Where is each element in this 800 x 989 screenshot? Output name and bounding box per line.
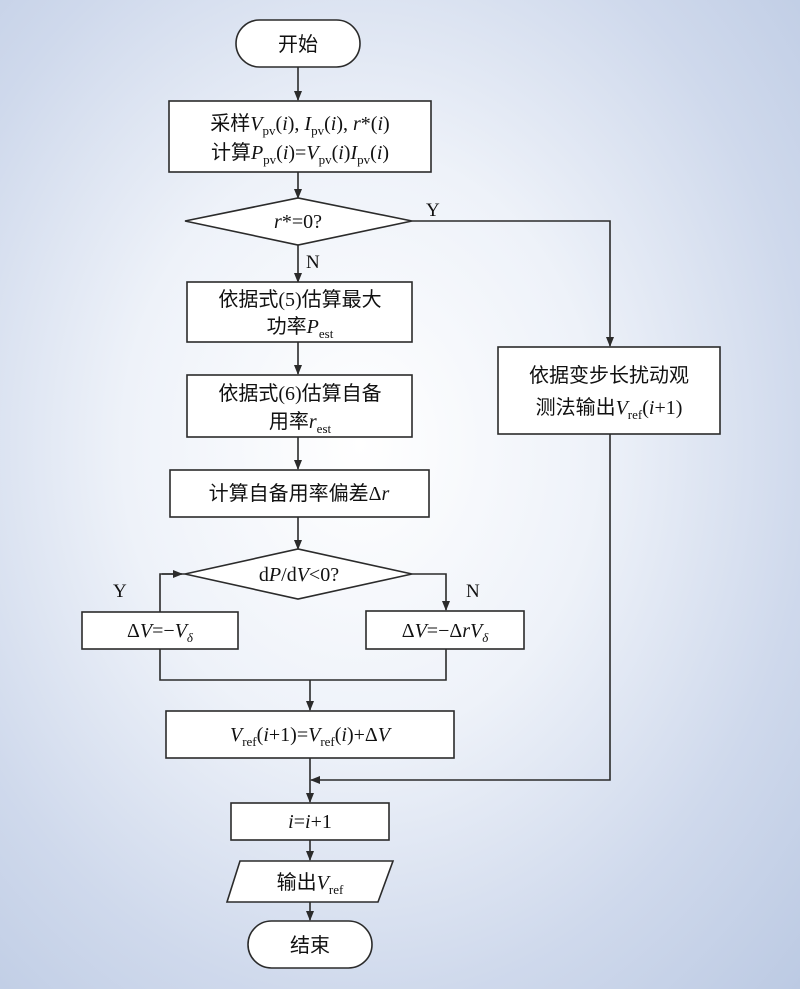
calc-deviation-text: 计算自备用率偏差Δr [209,482,390,505]
increment-text: i=i+1 [288,811,332,833]
decision-dp-dv: dP/dV<0? [184,548,413,600]
connectors [159,67,614,921]
vref-update-text: Vref(i+1)=Vref(i)+ΔV [230,724,393,749]
dv-negative-text: ΔV=−Vδ [127,620,194,645]
estimate-power-line2: 功率Pest [267,315,334,341]
dv-negative-process: ΔV=−Vδ [81,611,239,650]
label-no-1: N [306,252,320,273]
label-yes-1: Y [426,200,440,221]
perturb-observe-line2: 测法输出Vref(i+1) [536,396,683,422]
decision-r-zero: r*=0? [184,197,413,246]
increment-process: i=i+1 [230,802,390,841]
estimate-rate-process: 依据式(6)估算自备 用率rest [186,374,413,438]
perturb-observe-process: 依据变步长扰动观 测法输出Vref(i+1) [497,346,721,435]
output-io: 输出Vref [225,860,395,903]
decision-dp-dv-text: dP/dV<0? [259,564,339,586]
label-no-2: N [466,581,480,602]
end-label: 结束 [290,934,330,957]
calc-deviation-process: 计算自备用率偏差Δr [169,469,430,518]
estimate-rate-line2: 用率rest [269,410,332,436]
label-yes-2: Y [113,581,127,602]
dv-negative-dr-process: ΔV=−ΔrVδ [365,610,525,650]
end-terminal: 结束 [247,920,373,969]
perturb-observe-line1: 依据变步长扰动观 [529,364,689,387]
output-text: 输出Vref [277,871,344,897]
calc-power-text: 计算Ppv(i)=Vpv(i)Ipv(i) [211,141,389,167]
estimate-power-process: 依据式(5)估算最大 功率Pest [186,281,413,343]
start-terminal: 开始 [235,19,361,68]
vref-update-process: Vref(i+1)=Vref(i)+ΔV [165,710,455,759]
estimate-power-line1: 依据式(5)估算最大 [218,288,381,311]
dv-negative-dr-text: ΔV=−ΔrVδ [402,620,490,645]
estimate-rate-line1: 依据式(6)估算自备 [218,382,381,405]
sample-process: 采样Vpv(i), Ipv(i), r*(i) 计算Ppv(i)=Vpv(i)I… [168,100,432,173]
decision-r-text: r*=0? [274,211,322,233]
start-label: 开始 [278,33,318,56]
sample-text: 采样Vpv(i), Ipv(i), r*(i) [210,112,389,138]
